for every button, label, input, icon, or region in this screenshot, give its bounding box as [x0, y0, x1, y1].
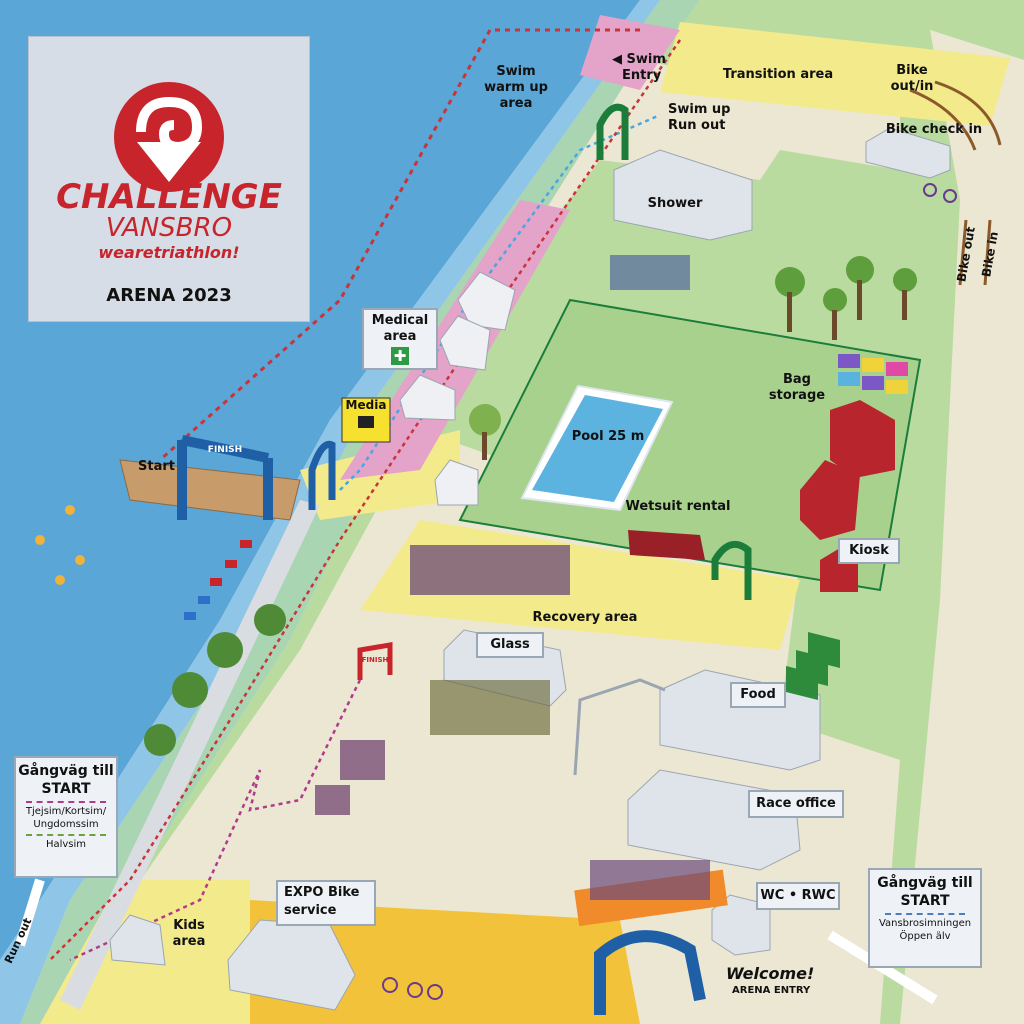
wetsuit-rental-label: Wetsuit rental: [625, 499, 730, 514]
bike-out-road-arrow: [958, 219, 968, 286]
red-sheds: [628, 400, 895, 592]
small-finish-label: FINISH: [362, 656, 389, 664]
legend-left-title: Gångväg till START: [18, 763, 114, 797]
glass-label: Glass: [476, 632, 544, 658]
kids-area-label: Kids area: [172, 918, 206, 949]
run-out-route-blue: [339, 113, 661, 491]
legend-blue-swatch: [885, 913, 965, 915]
swim-exit-gate: [308, 440, 336, 510]
legend-purple-swatch: [26, 801, 106, 803]
transition-area-zone: [660, 22, 1010, 126]
wc-rwc-label: WC • RWC: [756, 882, 840, 910]
small-finish-arch: [357, 642, 393, 680]
arena-entry-arch: [594, 930, 706, 1015]
side-road: [900, 30, 1024, 1024]
spectator-crowds: [315, 255, 710, 900]
transition-area-label: Transition area: [723, 67, 833, 82]
upper-path: [470, 60, 900, 330]
medical-area-label: Medical area: [371, 313, 429, 344]
walk-route-purple: [69, 679, 362, 962]
bike-check-in-building: [865, 127, 951, 179]
buoy: [75, 555, 85, 565]
finish-gate-label: FINISH: [208, 445, 242, 455]
arena-entry-label: ARENA ENTRY: [732, 985, 811, 996]
pool-gate: [711, 540, 752, 600]
swim-route-red: [159, 28, 640, 462]
legend-green-swatch: [26, 834, 106, 836]
welcome-label: Welcome!: [726, 964, 815, 983]
trees: [144, 256, 917, 756]
race-office-label: Race office: [748, 790, 844, 818]
legend-left-route-2: Halvsim: [45, 839, 87, 850]
expo-building: [227, 919, 356, 1011]
bike-in-road-arrow: [983, 219, 992, 286]
buoy: [55, 575, 65, 585]
expo-bike-service-callout: EXPO Bike service: [276, 880, 376, 926]
bike-out-arrow: [909, 88, 977, 151]
shower-building: [613, 149, 753, 241]
pier: [60, 500, 320, 1010]
medical-cross-icon: ✚: [391, 347, 409, 365]
brand-tagline: wearetriathlon!: [98, 243, 240, 262]
medical-tents: [399, 271, 516, 506]
camera-icon: [358, 416, 374, 428]
expo-bike-service-label: EXPO Bike service: [284, 885, 360, 918]
arena-title: ARENA 2023: [106, 285, 232, 306]
start-label: Start: [138, 459, 175, 474]
buoy: [65, 505, 75, 515]
pool-water: [532, 395, 663, 502]
walk-arrow-left: [15, 878, 45, 947]
wc-building: [711, 894, 771, 956]
swim-up-gate: [596, 103, 629, 160]
legend-left-route-1: Tjejsim/Kortsim/ Ungdomssim: [25, 806, 107, 830]
bike-check-in-label: Bike check in: [886, 122, 982, 137]
brand-line-2: VANSBRO: [105, 213, 233, 243]
wetsuit-rental-building: [628, 530, 705, 560]
flags: [184, 540, 252, 620]
bag-storage-racks: [838, 354, 908, 394]
legend-right-title: Gångväg till START: [877, 875, 973, 909]
cyclist-icons: [382, 183, 957, 1000]
legend-walkway-right: Gångväg till START Vansbrosimningen Öppe…: [868, 868, 982, 968]
kids-building: [109, 914, 166, 966]
kiosk-label: Kiosk: [838, 538, 900, 564]
medical-area-callout: Medical area ✚: [362, 308, 438, 370]
food-label: Food: [730, 682, 786, 708]
pool-label: Pool 25 m: [572, 429, 645, 444]
green-containers: [786, 632, 840, 700]
brand-line-1: CHALLENGE: [56, 177, 282, 217]
fence: [573, 678, 666, 776]
finish-gate: [177, 435, 273, 520]
legend-right-route-1: Vansbrosimningen Öppen älv: [878, 918, 972, 942]
recovery-area-label: Recovery area: [533, 610, 638, 625]
logo-panel: CHALLENGE VANSBRO wearetriathlon! ARENA …: [28, 36, 310, 322]
challenge-logo-icon: [114, 82, 224, 192]
bike-in-arrow: [934, 80, 1002, 146]
expo-zone: [250, 900, 640, 1024]
shower-label: Shower: [648, 196, 703, 211]
buoy: [35, 535, 45, 545]
legend-walkway-left: Gångväg till START Tjejsim/Kortsim/ Ungd…: [14, 756, 118, 878]
start-dock: [119, 459, 301, 521]
media-label: Media: [345, 398, 387, 412]
swim-entry-zone: [580, 15, 680, 90]
